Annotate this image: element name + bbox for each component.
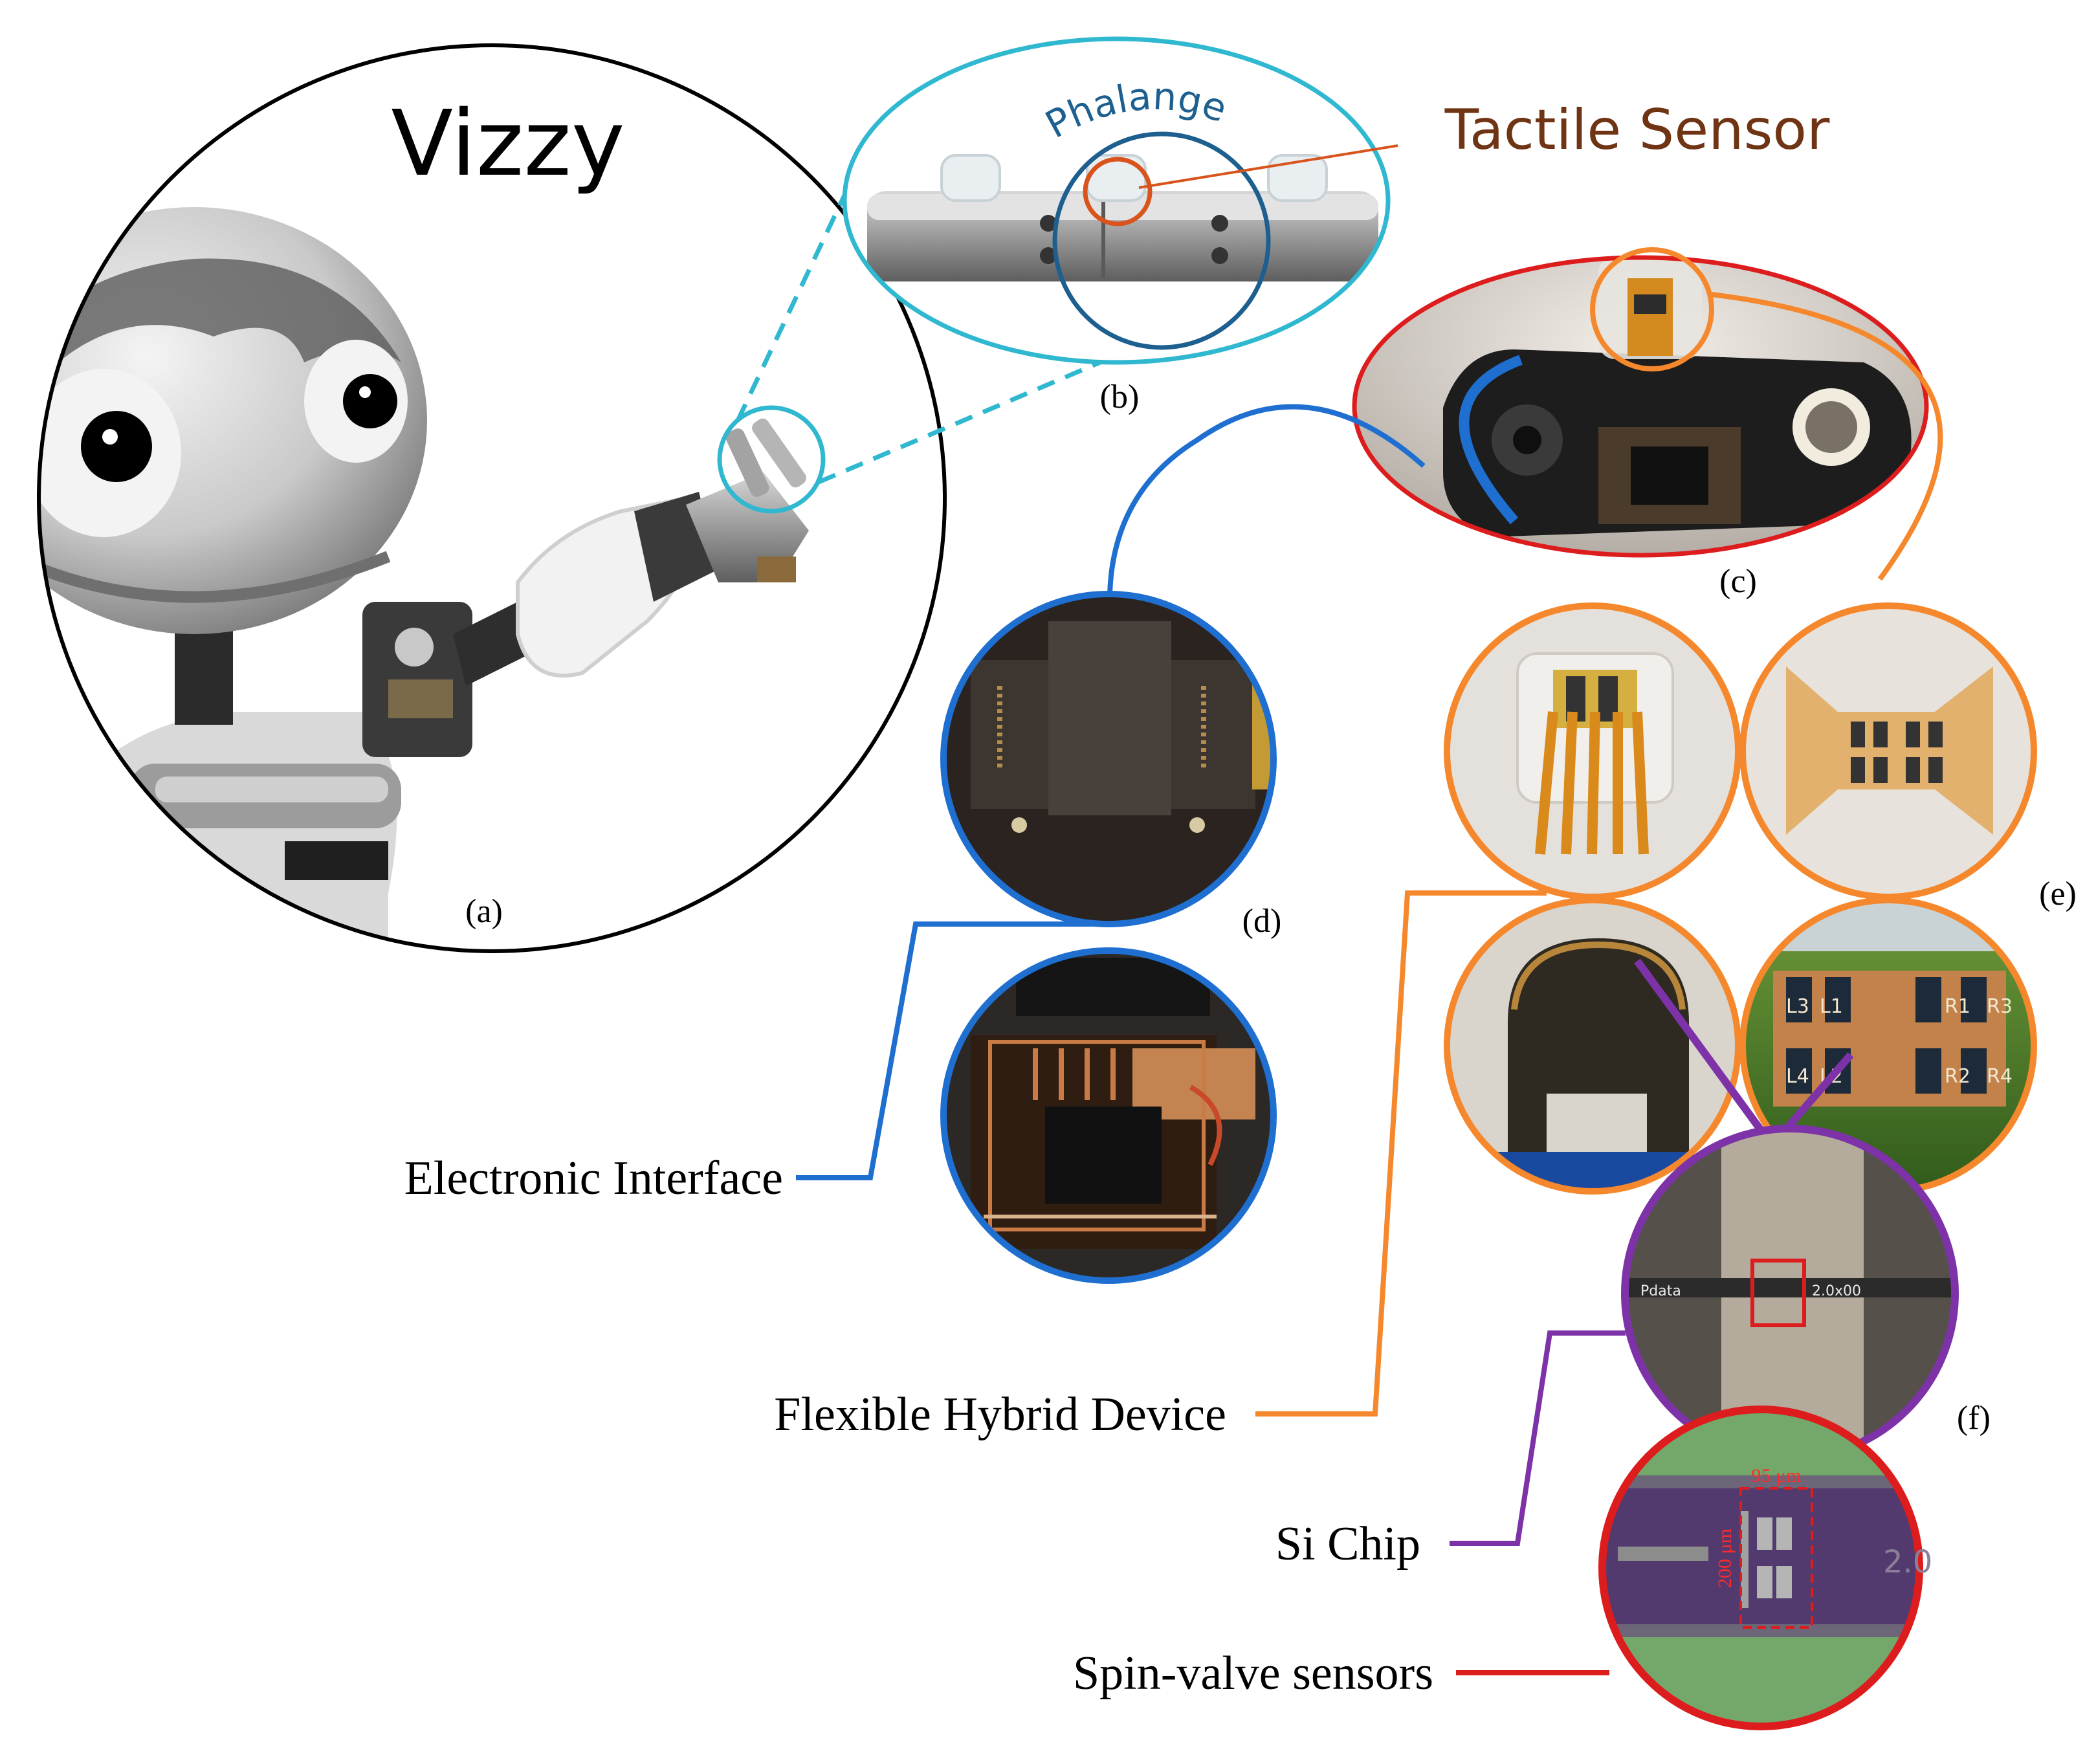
resistor-label-l3: L3	[1786, 995, 1809, 1018]
panel-label-a: (a)	[465, 893, 503, 930]
dimension-height-label: 200 μm	[1714, 1528, 1736, 1588]
flexible-hybrid-device-label: Flexible Hybrid Device	[774, 1388, 1226, 1441]
panel-label-e: (e)	[2039, 876, 2077, 912]
purple-connector-left	[1634, 958, 1763, 1132]
blue-connector	[1107, 404, 1426, 595]
panel-c-photo	[1354, 258, 1926, 555]
panel-b-ellipse	[842, 36, 1391, 365]
electronic-interface-label: Electronic Interface	[404, 1152, 783, 1205]
magnify-target-circle	[717, 405, 826, 514]
dimension-width-label: 95 μm	[1752, 1465, 1802, 1486]
resistor-label-r1: R1	[1945, 995, 1970, 1018]
panel-d-top-circle	[940, 591, 1277, 927]
tactile-sensor-label: Tactile Sensor	[1444, 98, 1830, 162]
resistor-label-l1: L1	[1820, 995, 1843, 1018]
panel-f-chip-photo	[1625, 1129, 1955, 1459]
si-chip-label: Si Chip	[1275, 1517, 1420, 1571]
chip-marking-left: Pdata	[1640, 1283, 1681, 1299]
resistor-label-r3: R3	[1987, 995, 2013, 1018]
panel-e-top-right-photo	[1743, 606, 2034, 897]
purple-connector-right	[1783, 1052, 1854, 1132]
chip-marking-right: 2.0x00	[1812, 1283, 1861, 1299]
panel-label-c: (c)	[1719, 563, 1757, 600]
magnify-line-top	[735, 173, 857, 422]
panel-c-holder-arc	[1459, 355, 1523, 525]
panel-f-magnified-photo	[1602, 1409, 1919, 1726]
panel-c-ellipse	[1352, 255, 1929, 558]
resistor-label-r4: R4	[1987, 1065, 2013, 1088]
resistor-label-group: L1R1L2R2L3R3L4R4	[1786, 995, 2013, 1088]
panel-a-circle	[37, 43, 947, 953]
panel-c-sensor-circle	[1590, 247, 1714, 371]
sensor-circle	[1083, 157, 1153, 226]
panel-e-top-left-photo	[1447, 606, 1738, 897]
resistor-label-r2: R2	[1945, 1065, 1970, 1088]
panel-e-bottom-left-circle	[1444, 897, 1741, 1195]
phalange-circle	[1052, 131, 1271, 350]
orange-connector	[1711, 292, 1943, 581]
robot-name: Vizzy	[391, 91, 624, 197]
spin-valve-sensors-label: Spin-valve sensors	[1073, 1647, 1433, 1700]
panel-d-bottom-circle	[940, 947, 1277, 1284]
panel-label-f: (f)	[1957, 1400, 1991, 1437]
panel-e-bottom-left-photo	[1447, 900, 1738, 1191]
panel-label-b: (b)	[1100, 379, 1140, 415]
flexible-hybrid-device-leader	[1255, 890, 1547, 1417]
tactile-sensor-leader	[1138, 144, 1398, 189]
panel-b-phalange-photo	[844, 39, 1388, 362]
magnify-line-bottom	[817, 360, 1101, 485]
chip-marking-magnified: 2.0	[1883, 1544, 1932, 1580]
panel-d-top-photo	[943, 594, 1274, 924]
electronic-interface-leader	[796, 921, 1103, 1180]
panel-a-robot-photo	[39, 45, 945, 951]
panel-f-magnified-circle	[1598, 1406, 1923, 1730]
resistor-label-l4: L4	[1786, 1065, 1809, 1088]
panel-d-bottom-photo	[943, 951, 1274, 1281]
panel-label-d: (d)	[1242, 903, 1282, 940]
si-chip-leader	[1450, 1330, 1626, 1546]
